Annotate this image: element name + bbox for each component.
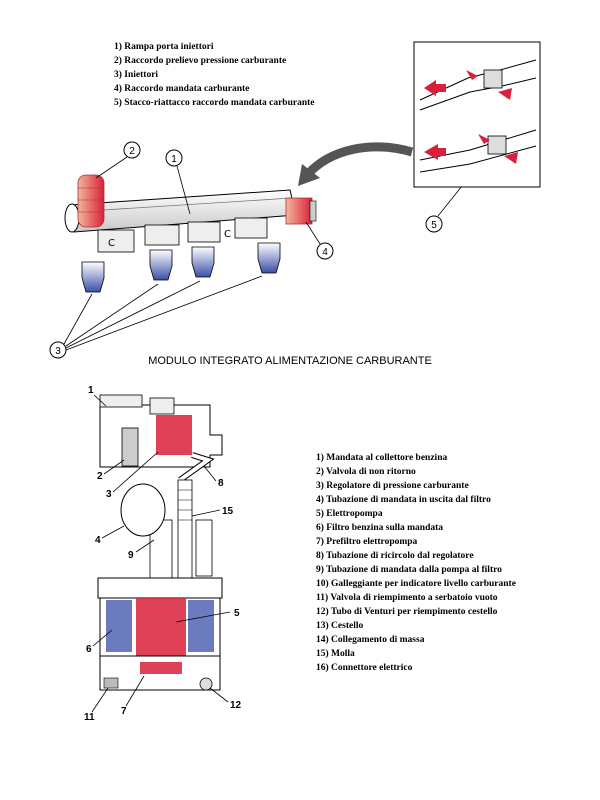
top-legend-item: 3) Iniettori (114, 70, 159, 80)
bottom-legend-item: 4) Tubazione di mandata in uscita dal fi… (316, 495, 491, 505)
top-legend-item: 4) Raccordo mandata carburante (114, 84, 250, 94)
bottom-legend-item: 3) Regolatore di pressione carburante (316, 481, 469, 491)
top-legend-item: 5) Stacco-riattacco raccordo mandata car… (114, 98, 315, 108)
module-callout-11: 11 (84, 712, 95, 723)
bottom-legend-item: 15) Molla (316, 649, 355, 659)
pressure-fitting (77, 174, 105, 228)
fuel-inlet-fitting (285, 197, 317, 225)
bottom-legend: 1) Mandata al collettore benzina 2) Valvo… (316, 451, 516, 675)
module-callout-8: 8 (218, 478, 224, 489)
bottom-legend-item: 5) Elettropompa (316, 509, 383, 519)
bottom-legend-item: 7) Prefiltro elettropompa (316, 537, 418, 547)
module-callout-6: 6 (86, 644, 92, 655)
callout-1: 1 (171, 154, 177, 165)
module-callout-5: 5 (234, 608, 240, 619)
bottom-legend-item: 16) Connettore elettrico (316, 663, 413, 673)
svg-text:C: C (108, 238, 115, 249)
callout-3: 3 (55, 346, 61, 357)
fuel-module-drawing (97, 394, 223, 691)
bottom-legend-item: 13) Cestello (316, 621, 364, 631)
section-title: MODULO INTEGRATO ALIMENTAZIONE CARBURANT… (148, 355, 432, 367)
connector-inset (413, 41, 541, 188)
rail-callouts: 2 1 4 3 5 (49, 141, 463, 359)
callout-2: 2 (129, 146, 135, 157)
module-callout-2: 2 (97, 471, 103, 482)
module-callout-9: 9 (128, 550, 134, 561)
svg-text:C: C (224, 229, 231, 240)
bottom-legend-item: 12) Tubo di Venturi per riempimento cest… (316, 607, 498, 617)
callout-5: 5 (431, 220, 437, 231)
module-callout-15: 15 (222, 506, 234, 517)
callout-4: 4 (322, 247, 328, 258)
bottom-legend-item: 11) Valvola di riempimento a serbatoio v… (316, 593, 498, 603)
top-legend-item: 1) Rampa porta iniettori (114, 42, 214, 52)
module-callout-7: 7 (121, 706, 127, 717)
bottom-legend-item: 1) Mandata al collettore benzina (316, 453, 448, 463)
top-legend-item: 2) Raccordo prelievo pressione carburant… (114, 56, 287, 66)
module-callout-4: 4 (95, 535, 101, 546)
module-callouts: 1 2 3 4 5 6 7 8 9 11 12 15 (84, 385, 242, 723)
bottom-legend-item: 14) Collegamento di massa (316, 635, 425, 645)
bottom-legend-item: 9) Tubazione di mandata dalla pompa al f… (316, 565, 502, 575)
bottom-legend-item: 2) Valvola di non ritorno (316, 467, 416, 477)
bottom-legend-item: 8) Tubazione di ricircolo dal regolatore (316, 551, 474, 561)
module-callout-12: 12 (230, 700, 242, 711)
module-callout-1: 1 (88, 385, 94, 396)
injectors (81, 242, 281, 293)
bottom-legend-item: 10) Galleggiante per indicatore livello … (316, 579, 516, 589)
top-legend: 1) Rampa porta iniettori 2) Raccordo prel… (114, 40, 315, 110)
module-callout-3: 3 (106, 489, 112, 500)
curved-arrow-icon (304, 142, 414, 178)
bottom-legend-item: 6) Filtro benzina sulla mandata (316, 523, 444, 533)
